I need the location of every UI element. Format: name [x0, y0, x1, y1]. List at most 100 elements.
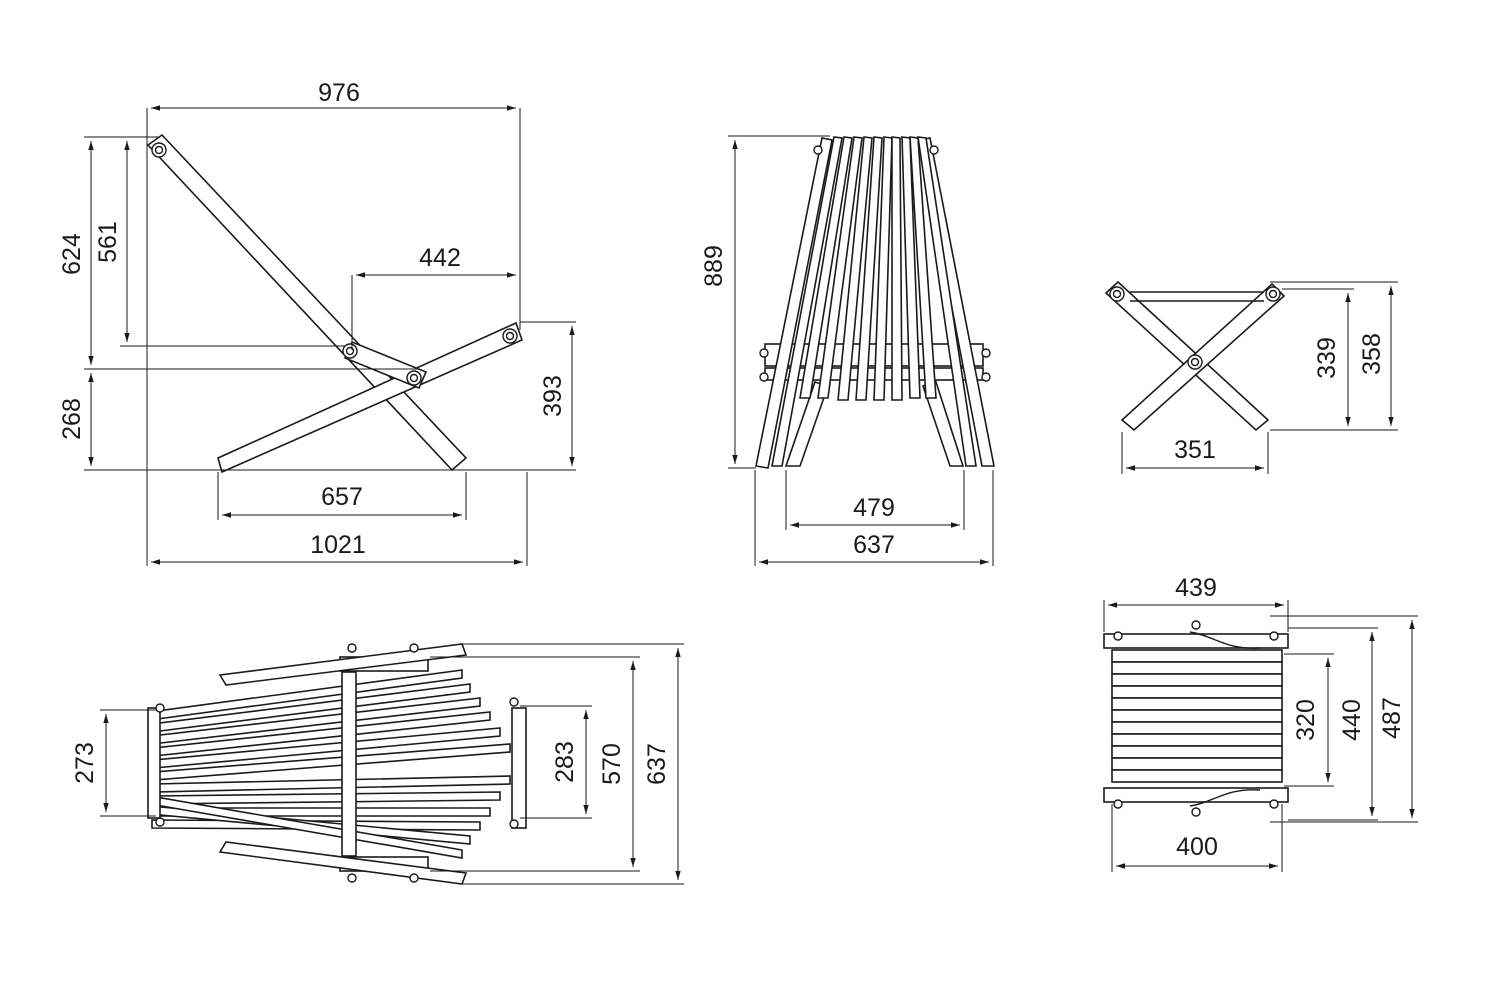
- plan-bolt: [509, 819, 519, 829]
- plan-leg: [218, 841, 468, 885]
- bolt-top-inner: [154, 145, 164, 155]
- stool-slat: [1111, 745, 1283, 759]
- stool-plan-curve: [1189, 789, 1261, 807]
- side-view: 976 1021 657 442 624 561 268 393: [58, 79, 576, 566]
- front-slat: [799, 136, 853, 399]
- front-slat: [855, 136, 883, 401]
- dim-overall-depth: 1021: [310, 531, 366, 559]
- plan-center-rail: [341, 671, 357, 857]
- stool-plan-bolt: [1113, 799, 1123, 809]
- dim-plan-rear-width: 283: [551, 741, 579, 783]
- stool-slat: [1111, 697, 1283, 711]
- dim-foot-span: 657: [321, 483, 363, 511]
- stool-slat: [1111, 733, 1283, 747]
- dim-top-depth: 976: [318, 79, 360, 107]
- dim-seat-offset: 442: [419, 244, 461, 272]
- plan-slat: [153, 775, 511, 793]
- stool-plan-curve: [1189, 631, 1261, 649]
- stool-slat: [1111, 709, 1283, 723]
- stool-bolt-left-inner: [1112, 289, 1122, 299]
- dim-plan-inner-width: 570: [598, 743, 626, 785]
- side-view-dimensions: [88, 105, 575, 565]
- stool-slat: [1111, 649, 1283, 663]
- bolt-seat-end-inner: [505, 331, 515, 341]
- dim-stool-bottom-width: 400: [1176, 833, 1218, 861]
- stool-plan-extension-lines: [1103, 600, 1418, 872]
- plan-bolt: [509, 697, 519, 707]
- stool-plan-bolt: [1269, 799, 1279, 809]
- plan-view-extension-lines: [100, 643, 684, 885]
- front-slat: [771, 136, 843, 467]
- stool-plan-top-rail: [1103, 633, 1289, 649]
- plan-view: 273 283 570 637: [71, 643, 684, 885]
- front-bolt: [813, 145, 823, 155]
- dim-pivot-height: 268: [58, 398, 86, 440]
- stool-slat: [1111, 721, 1283, 735]
- stool-side-dimensions: [1126, 286, 1394, 471]
- front-bolt: [981, 348, 991, 358]
- stool-plan-dimensions: [1108, 602, 1415, 869]
- plan-bolt: [347, 643, 357, 653]
- stool-plan-bolt: [1269, 631, 1279, 641]
- side-view-extension-lines: [84, 108, 576, 566]
- dim-front-inner-width: 479: [853, 494, 895, 522]
- plan-slat: [153, 791, 501, 805]
- dim-stool-slat-width: 320: [1292, 699, 1320, 741]
- plan-bolt: [409, 643, 419, 653]
- stool-plan-bolt: [1191, 807, 1201, 817]
- plan-bolt: [155, 817, 165, 827]
- dim-stool-width: 351: [1174, 436, 1216, 464]
- stool-bolt-center-inner: [1190, 357, 1200, 367]
- front-view-dimensions: [732, 140, 989, 565]
- stool-bolt-right-inner: [1268, 289, 1278, 299]
- dim-stool-outer-depth: 487: [1378, 697, 1406, 739]
- dim-back-rise: 561: [94, 221, 122, 263]
- front-bolt: [759, 348, 769, 358]
- stool-plan-bolt: [1113, 631, 1123, 641]
- stool-plan-bottom-rail: [1103, 787, 1289, 803]
- front-inner-right-leg: [921, 381, 965, 467]
- stool-plan-view: 439 400 320 440 487: [1103, 574, 1418, 872]
- bolt-link-inner: [409, 373, 419, 383]
- front-slat: [891, 136, 903, 401]
- dim-front-outer-width: 637: [853, 531, 895, 559]
- front-left-leg: [755, 137, 833, 469]
- front-view-parts: [755, 136, 995, 469]
- stool-plan-bolt: [1191, 620, 1201, 630]
- dim-front-height: 889: [700, 245, 728, 287]
- side-view-parts: [146, 133, 524, 474]
- stool-side-extension-lines: [1121, 281, 1398, 474]
- dim-seat-height: 393: [539, 375, 567, 417]
- plan-view-dimensions: [103, 648, 681, 880]
- stool-slat: [1111, 769, 1283, 783]
- stool-side-parts: [1104, 280, 1286, 432]
- stool-slat: [1111, 685, 1283, 699]
- dim-stool-inner-depth: 440: [1338, 699, 1366, 741]
- plan-bolt: [155, 703, 165, 713]
- stool-side-view: 351 339 358: [1104, 280, 1398, 474]
- dim-stool-top-width: 439: [1175, 574, 1217, 602]
- front-bolt: [759, 372, 769, 382]
- stool-plan-parts: [1103, 620, 1289, 817]
- stool-slat: [1111, 673, 1283, 687]
- front-slat: [837, 136, 873, 401]
- plan-rear-cap: [511, 707, 527, 829]
- plan-front-cap: [147, 707, 161, 819]
- stool-slat: [1111, 661, 1283, 675]
- seat-bar: [217, 321, 524, 474]
- plan-bolt: [347, 873, 357, 883]
- dim-plan-outer-width: 637: [643, 743, 671, 785]
- front-bolt: [929, 145, 939, 155]
- dim-height-total: 624: [58, 233, 86, 275]
- stool-leg-a: [1104, 280, 1270, 432]
- dim-stool-total-height: 358: [1358, 333, 1386, 375]
- front-view: 889 479 637: [700, 135, 995, 566]
- front-slat: [817, 136, 863, 399]
- dim-plan-front-width: 273: [71, 742, 99, 784]
- front-view-extension-lines: [728, 135, 994, 566]
- plan-bolt: [409, 873, 419, 883]
- stool-leg-b: [1120, 282, 1286, 432]
- front-bolt: [981, 372, 991, 382]
- front-slat: [917, 136, 977, 467]
